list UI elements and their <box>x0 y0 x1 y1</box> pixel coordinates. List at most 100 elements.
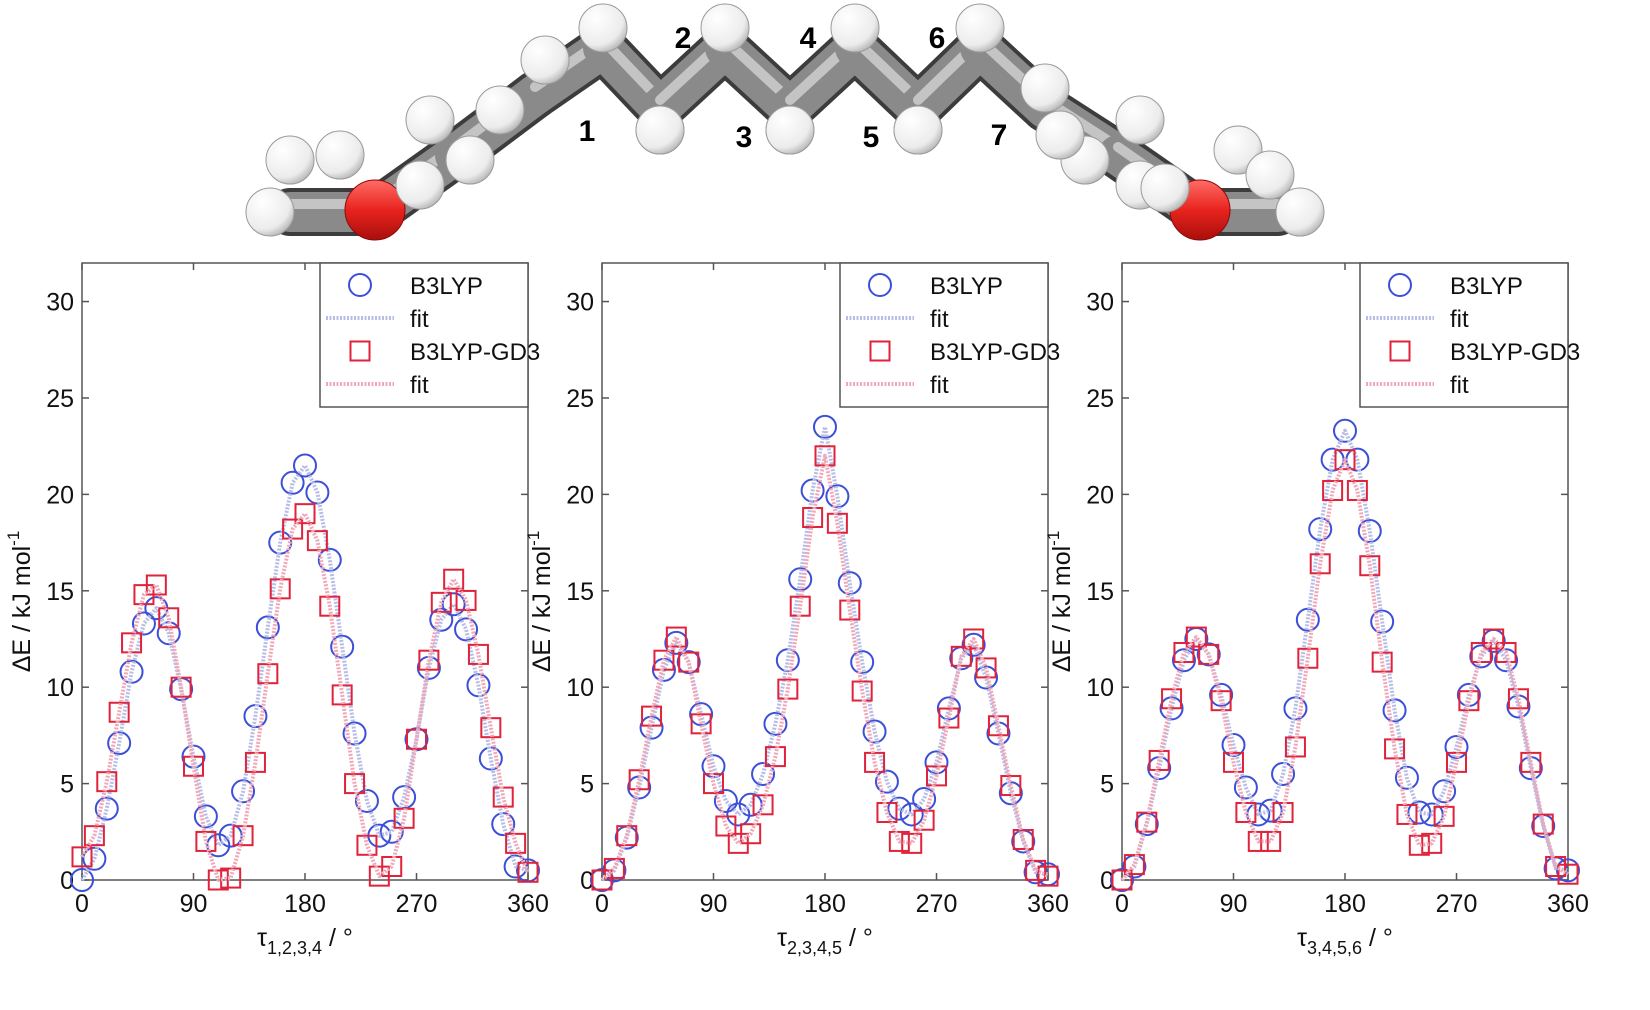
y-tick-label: 20 <box>46 481 74 509</box>
y-axis-label: ΔE / kJ mol-1 <box>1044 531 1076 673</box>
hydrogen-atom <box>765 105 815 155</box>
y-tick-label: 20 <box>566 481 594 509</box>
data-point <box>1012 829 1034 851</box>
y-axis-label-superscript: -1 <box>4 531 23 546</box>
y-tick-label: 0 <box>580 867 594 895</box>
data-point <box>1000 775 1022 797</box>
data-point <box>1111 869 1133 891</box>
data-point <box>1271 761 1296 786</box>
legend-label: B3LYP-GD3 <box>930 339 1060 366</box>
data-point <box>628 769 650 791</box>
data-point <box>1357 519 1382 544</box>
data-point <box>924 750 949 775</box>
y-axis-label: ΔE / kJ mol-1 <box>4 531 36 673</box>
molecule-hydrogens <box>245 3 1325 237</box>
data-point <box>1334 449 1356 471</box>
data-point <box>1557 863 1579 885</box>
y-tick-label: 5 <box>580 771 594 799</box>
hydrogen-atom <box>1035 110 1085 160</box>
hydrogen-atom <box>635 105 685 155</box>
data-point <box>293 453 317 478</box>
data-point <box>1185 626 1207 648</box>
y-tick-label: 0 <box>60 867 74 895</box>
hydrogen-atom <box>830 3 880 53</box>
data-point <box>963 628 985 650</box>
x-tick-label: 360 <box>507 890 549 918</box>
series-b3lyp-circle <box>70 453 540 892</box>
data-point <box>1173 641 1195 663</box>
y-tick-label: 15 <box>46 578 74 606</box>
data-point <box>676 650 701 675</box>
data-point <box>94 796 119 821</box>
x-axis-label-main: τ <box>777 924 787 952</box>
y-tick-label: 30 <box>1086 289 1114 317</box>
fit-line <box>80 463 529 882</box>
hydrogen-atom <box>265 135 315 185</box>
data-point <box>206 833 231 858</box>
data-point <box>1209 682 1234 707</box>
data-point <box>664 630 689 655</box>
x-axis-label-unit: / ° <box>322 924 353 952</box>
legend-label: B3LYP <box>1450 273 1523 300</box>
legend-marker-square <box>1389 340 1411 362</box>
data-point <box>82 846 107 871</box>
data-point <box>1444 734 1469 759</box>
data-point <box>998 781 1023 806</box>
data-point <box>1260 830 1282 852</box>
atom-label-6: 6 <box>929 22 946 55</box>
y-tick-label: 10 <box>46 674 74 702</box>
data-point <box>715 815 737 837</box>
fit-line <box>600 453 1049 882</box>
legend-label: fit <box>1450 372 1469 399</box>
data-point <box>591 869 613 891</box>
data-point <box>1159 696 1184 721</box>
hydrogen-atom <box>1020 63 1070 113</box>
data-point <box>306 530 328 552</box>
data-point <box>1495 641 1517 663</box>
data-point <box>1469 644 1494 669</box>
data-point <box>1432 779 1457 804</box>
bond-highlight <box>720 35 795 105</box>
fit-line <box>80 511 530 882</box>
data-point <box>1037 865 1059 887</box>
data-point <box>887 796 912 821</box>
data-point <box>1110 868 1134 892</box>
x-axis-label-unit: / ° <box>842 924 873 952</box>
data-point <box>665 626 687 648</box>
x-tick-label: 90 <box>700 890 728 918</box>
x-tick-label: 180 <box>1324 890 1366 918</box>
y-tick-label: 10 <box>1086 674 1114 702</box>
hydrogen-atom <box>475 85 525 135</box>
data-point <box>1507 688 1529 710</box>
legend-marker-circle <box>348 273 372 297</box>
data-point <box>1161 688 1183 710</box>
hydrogen-atom <box>893 105 943 155</box>
legend-label: fit <box>1450 306 1469 333</box>
series-fit-line <box>1120 457 1570 882</box>
data-point <box>418 649 440 671</box>
data-point <box>864 751 886 773</box>
data-point <box>430 591 452 613</box>
hydrogen-atom <box>700 3 750 53</box>
data-point <box>1171 648 1196 673</box>
data-point <box>901 832 923 854</box>
y-tick-label: 10 <box>566 674 594 702</box>
data-point <box>1247 830 1269 852</box>
hydrogen-atom <box>1275 187 1325 237</box>
data-point <box>1233 775 1258 800</box>
legend-label: fit <box>930 306 949 333</box>
y-tick-label: 15 <box>1086 578 1114 606</box>
data-point <box>1556 858 1580 883</box>
y-tick-label: 0 <box>1100 867 1114 895</box>
series-b3lyp-gd3-square <box>1111 449 1579 891</box>
data-point <box>1396 803 1418 825</box>
data-point <box>751 761 776 786</box>
x-tick-label: 90 <box>180 890 208 918</box>
data-point <box>255 615 280 640</box>
data-point <box>83 825 105 847</box>
data-point <box>603 857 625 879</box>
data-point <box>1421 832 1443 854</box>
series-fit-line <box>600 453 1049 882</box>
data-point <box>936 696 961 721</box>
